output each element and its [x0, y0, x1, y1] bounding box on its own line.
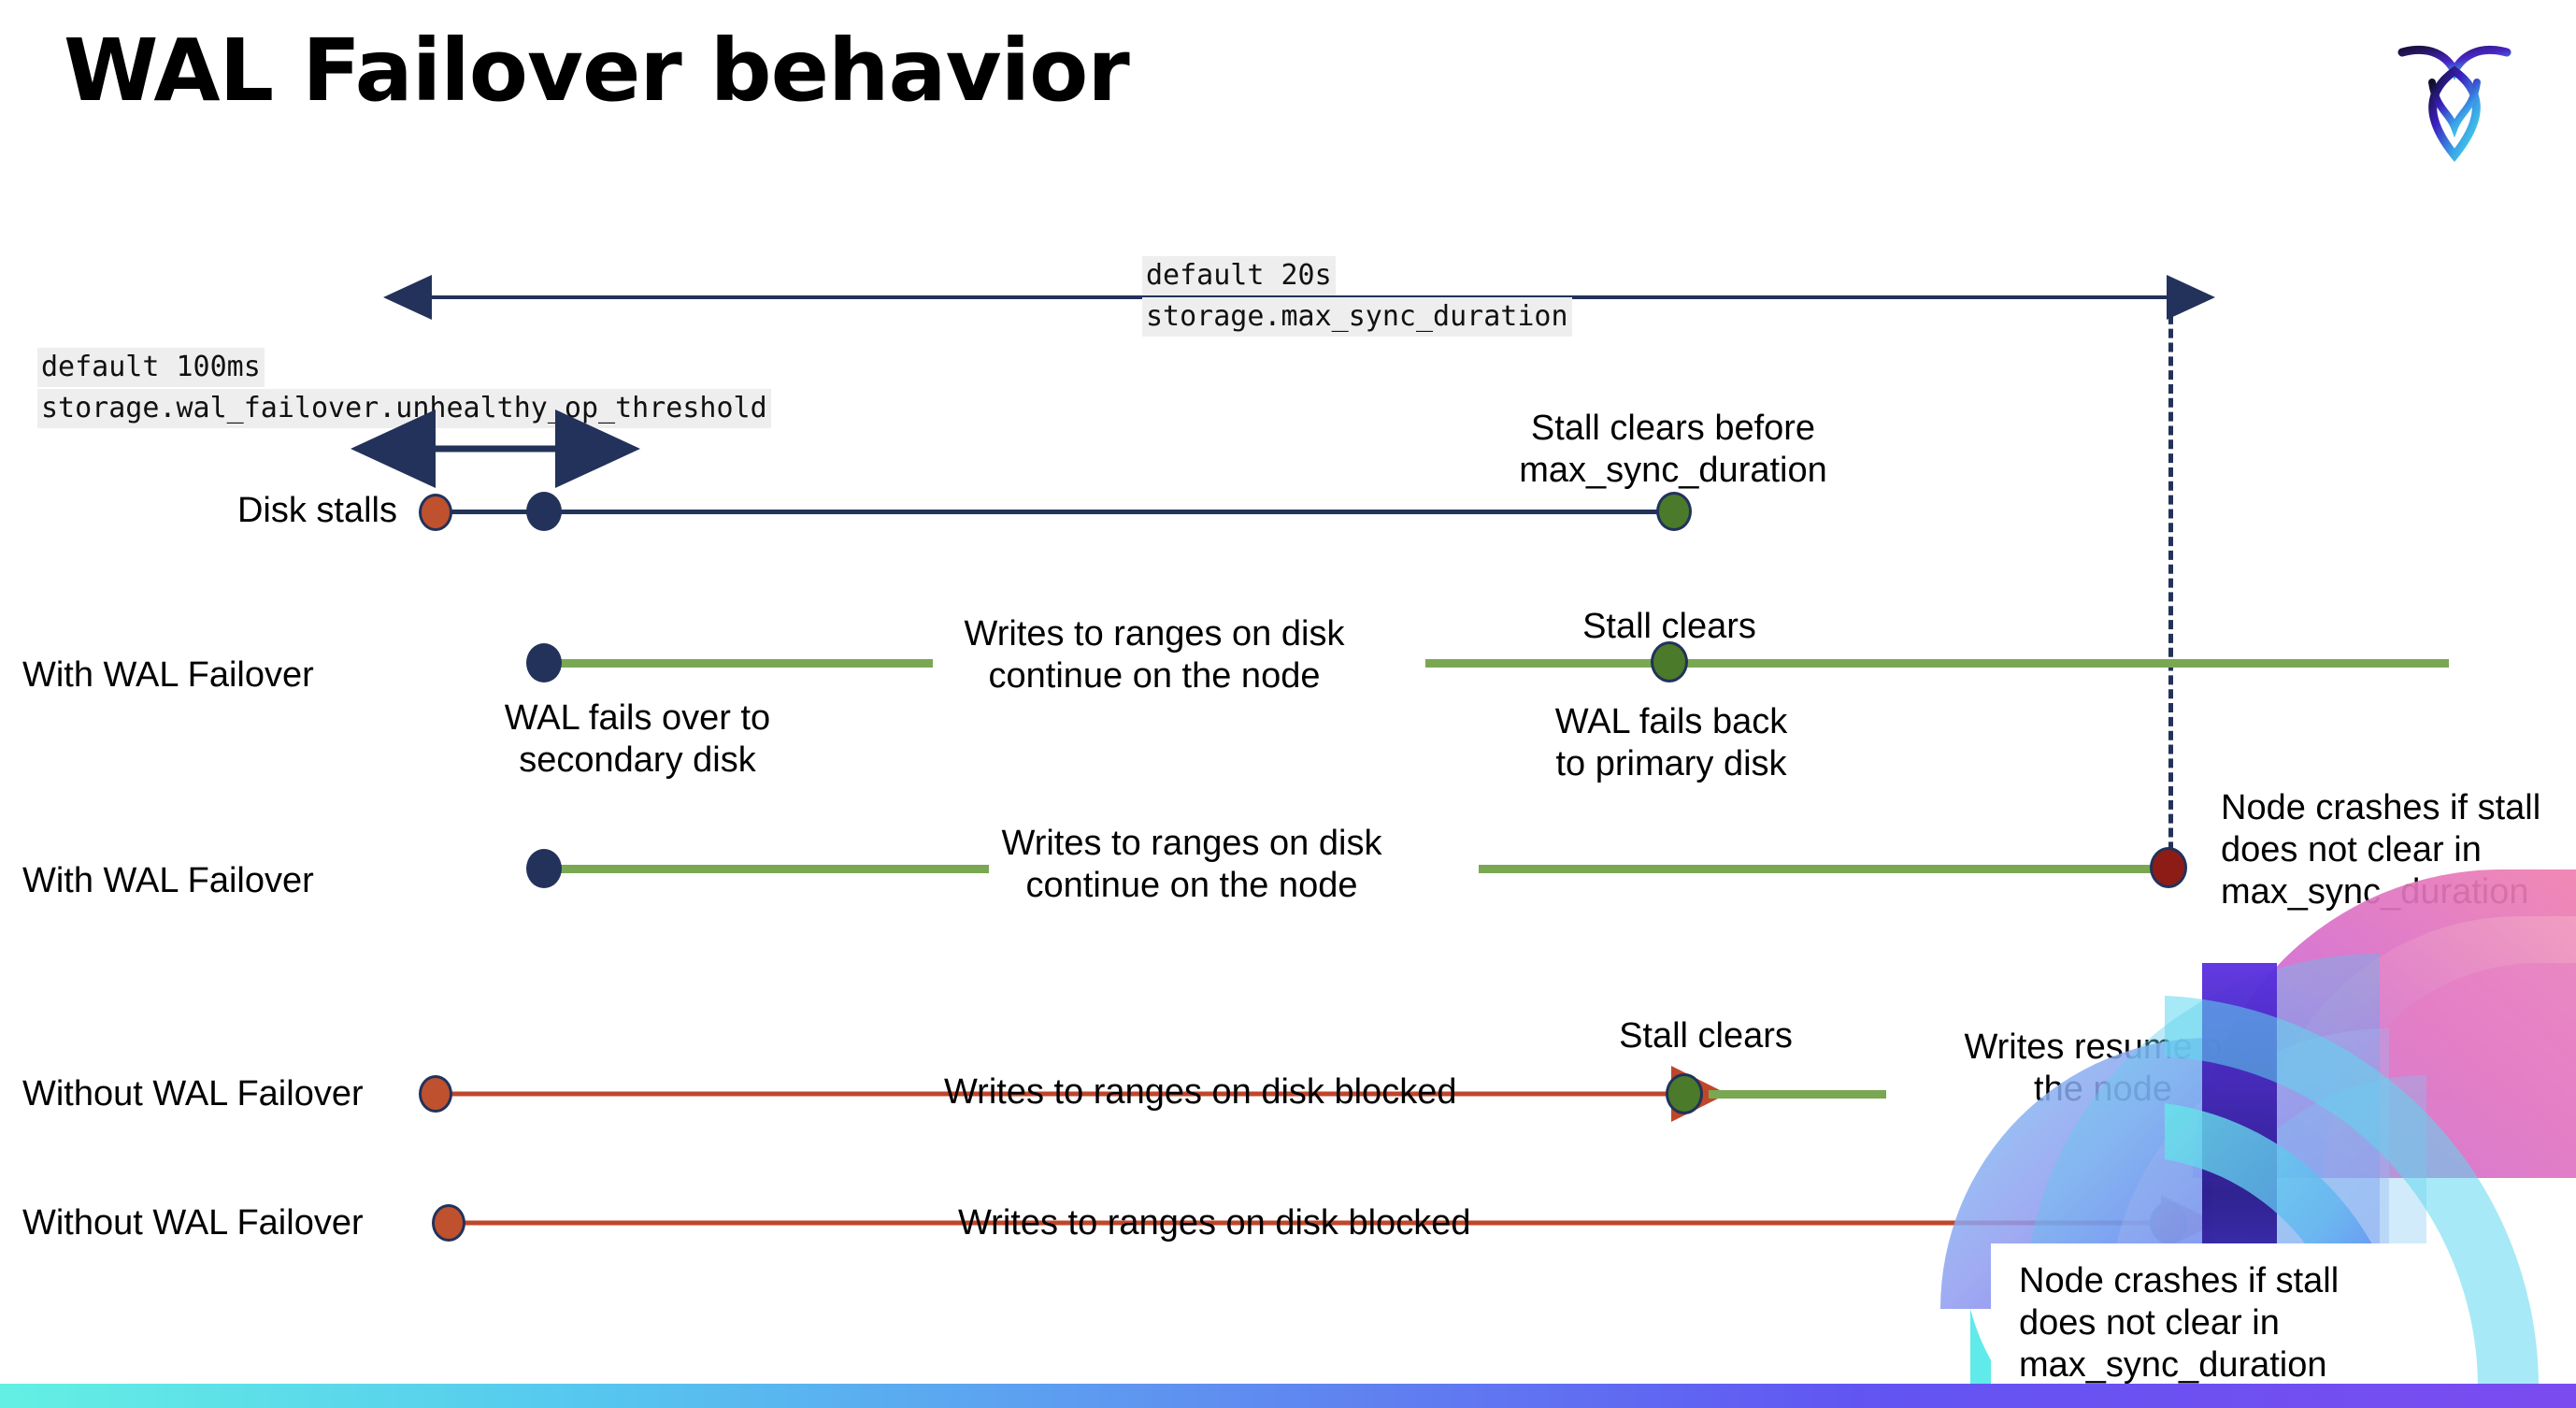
note-node-crashes-row5: Node crashes if stall does not clear in …: [2019, 1261, 2340, 1385]
disk-stalls-timeline: [432, 510, 1675, 514]
wal-failover-crash-start-dot: [526, 849, 562, 888]
node-crash-dot-row3: [2150, 847, 2187, 888]
disk-stall-threshold-dot: [526, 492, 562, 531]
without-failover-stall-start-dot-row5: [432, 1204, 465, 1242]
disk-stall-start-dot: [419, 494, 452, 531]
disk-stall-clears-dot: [1656, 492, 1692, 531]
logo-svg: [2397, 45, 2512, 163]
row-label-with-wal-failover-recovers: With WAL Failover: [22, 655, 314, 695]
note-writes-continue-row2: Writes to ranges on disk continue on the…: [964, 614, 1345, 696]
row-label-without-wal-failover-crashes: Without WAL Failover: [22, 1203, 364, 1243]
cockroachdb-logo-icon: [2389, 22, 2520, 165]
with-failover-stall-clears-dot: [1651, 641, 1688, 682]
with-failover-segment-left: [540, 659, 933, 668]
row-label-without-wal-failover-recovers: Without WAL Failover: [22, 1074, 364, 1113]
wal-failover-start-dot: [526, 643, 562, 682]
with-failover-crash-segment-left: [540, 865, 989, 873]
with-failover-crash-segment-right: [1479, 865, 2170, 873]
note-writes-resume: Writes resume on the node: [1964, 1027, 2242, 1109]
note-node-crashes-row3: Node crashes if stall does not clear in …: [2221, 788, 2541, 912]
callout-backdrop: [1991, 1243, 2430, 1384]
without-failover-stall-clears-dot: [1666, 1073, 1703, 1114]
unhealthy-op-threshold-setting-chip: storage.wal_failover.unhealthy_op_thresh…: [37, 389, 771, 428]
with-failover-segment-right: [1425, 659, 2449, 668]
row-label-disk-stalls: Disk stalls: [236, 491, 397, 530]
unhealthy-op-threshold-default-chip: default 100ms: [37, 348, 265, 387]
note-wal-fails-back-to-primary: WAL fails back to primary disk: [1554, 702, 1788, 783]
max-sync-duration-setting-chip: storage.max_sync_duration: [1142, 297, 1572, 337]
unhealthy-op-threshold-span-arrow: [351, 409, 640, 488]
note-writes-continue-row3: Writes to ranges on disk continue on the…: [1001, 824, 1382, 905]
note-stall-clears-before-max-sync: Stall clears before max_sync_duration: [1519, 409, 1827, 490]
without-failover-stall-start-dot-row4: [419, 1075, 452, 1113]
max-sync-duration-default-chip: default 20s: [1142, 256, 1336, 295]
without-failover-resume-segment-a: [1709, 1090, 1886, 1099]
max-sync-duration-guideline: [2168, 301, 2173, 879]
without-failover-resume-segment-b: [2288, 1090, 2454, 1099]
note-stall-clears-row2: Stall clears: [1582, 607, 1756, 646]
note-writes-blocked-row4: Writes to ranges on disk blocked: [944, 1072, 1457, 1112]
row-label-with-wal-failover-crashes: With WAL Failover: [22, 861, 314, 900]
page-title: WAL Failover behavior: [64, 21, 1130, 121]
bottom-gradient-bar: [0, 1384, 2576, 1408]
note-wal-fails-over-to-secondary: WAL fails over to secondary disk: [504, 698, 771, 780]
note-stall-clears-row4: Stall clears: [1619, 1016, 1793, 1056]
note-writes-blocked-row5: Writes to ranges on disk blocked: [958, 1203, 1471, 1243]
node-crash-dot-row5: [2150, 1202, 2187, 1243]
without-failover-blocked-arrow-row5: [449, 1195, 2217, 1251]
without-failover-blocked-arrow-row4: [439, 1066, 1727, 1122]
